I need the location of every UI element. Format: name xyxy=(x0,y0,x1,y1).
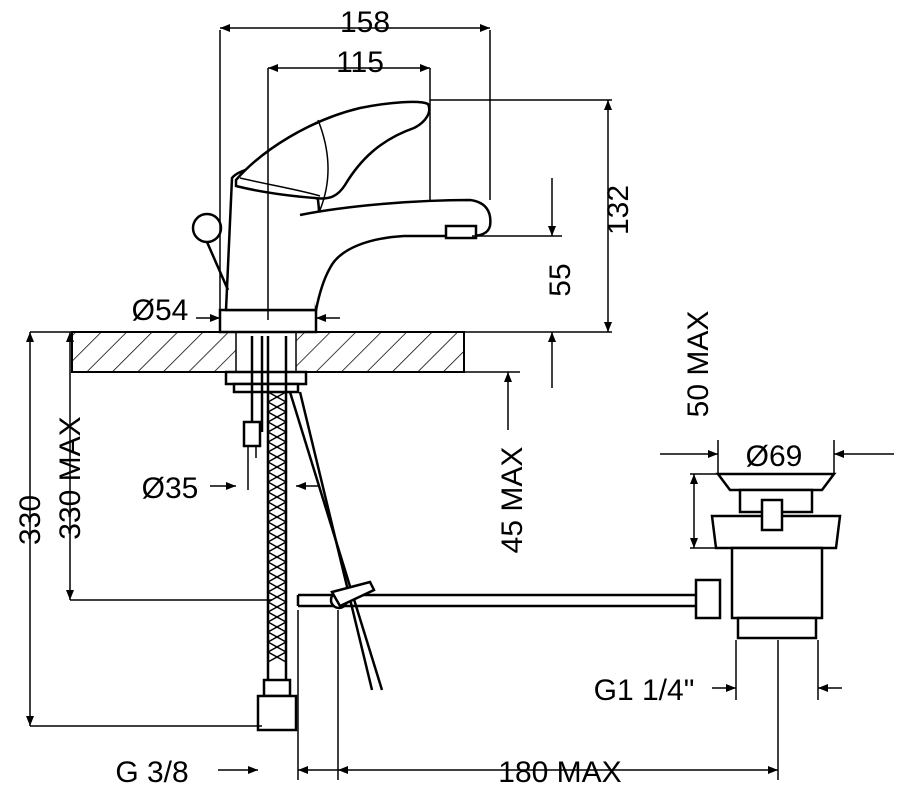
dimension-lines xyxy=(26,24,894,780)
dim-55-label: 55 xyxy=(544,263,577,296)
dim-50-max-label: 50 MAX xyxy=(682,311,715,418)
dim-180-max-label: 180 MAX xyxy=(498,756,621,789)
dim-diameter-69-label: Ø69 xyxy=(746,440,803,473)
dim-330-max-label: 330 MAX xyxy=(54,416,87,539)
dim-g1-1-4-label: G1 1/4" xyxy=(594,674,695,707)
dim-45-max-label: 45 MAX xyxy=(496,447,529,554)
dim-330-label: 330 xyxy=(14,495,47,545)
dim-g-3-8-label: G 3/8 xyxy=(115,756,188,789)
dim-115-label: 115 xyxy=(336,46,384,79)
dim-diameter-35-label: Ø35 xyxy=(142,472,199,505)
dim-diameter-54-label: Ø54 xyxy=(132,294,189,327)
dim-158-label: 158 xyxy=(340,6,390,39)
dim-132-label: 132 xyxy=(602,185,635,235)
popup-rod xyxy=(288,391,700,691)
faucet-body xyxy=(191,100,492,334)
waste-valve xyxy=(694,472,842,640)
flexible-hose xyxy=(256,336,298,732)
